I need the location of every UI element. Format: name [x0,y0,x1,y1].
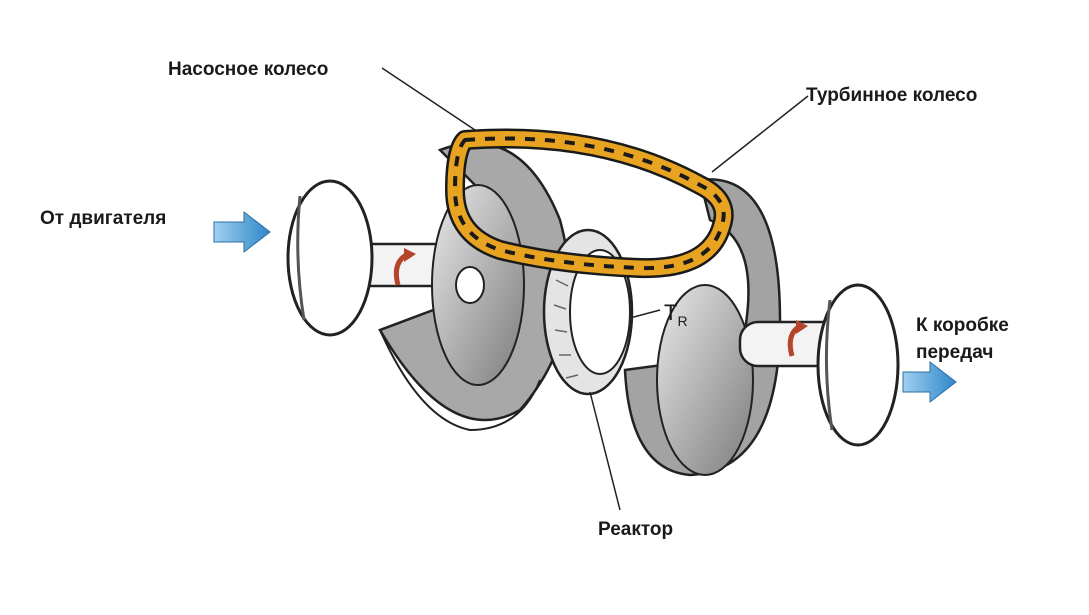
to-gearbox-label-line1: К коробке [916,315,1009,336]
output-arrow-icon [902,360,957,404]
from-engine-label: От двигателя [40,208,166,229]
pump-wheel [378,141,571,432]
to-gearbox-label-line2: передач [916,342,993,363]
pump-wheel-label: Насосное колесо [168,59,328,80]
leader-lines [381,67,809,511]
oil-flow-loop [445,128,734,279]
output-shaft [738,283,900,447]
torque-symbol: TR [664,300,688,329]
rotation-arrow-icon [393,248,416,286]
input-arrow-icon [213,210,271,254]
turbine-wheel [623,178,782,477]
reactor-label: Реактор [598,519,673,540]
rotation-arrow-icon [787,320,808,357]
turbine-wheel-label: Турбинное колесо [806,85,977,106]
